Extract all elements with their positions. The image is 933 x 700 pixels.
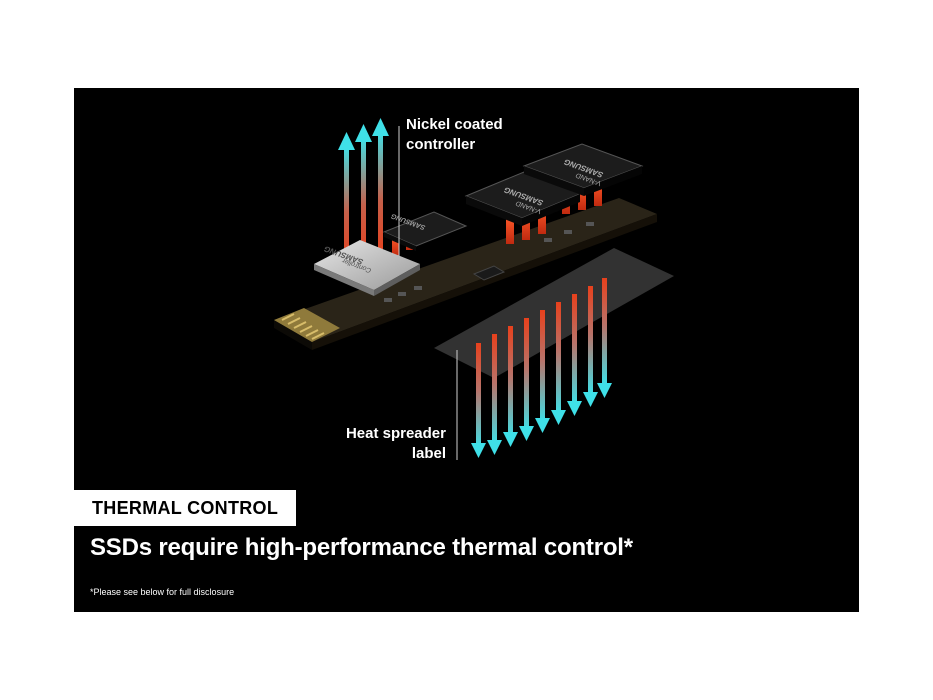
down-arrow-icon [583, 286, 598, 407]
callout-line-2: label [411, 445, 446, 462]
down-arrow-icon [597, 278, 612, 398]
section-badge: THERMAL CONTROL [74, 490, 297, 526]
ssd-thermal-illustration: SAMSUNG Controller SAMSUNG SAMSUNG V-NAN… [274, 118, 674, 460]
down-arrow-icon [519, 318, 534, 441]
up-arrow-icon [355, 124, 372, 260]
up-arrow-icon [338, 132, 355, 266]
headline: SSDs require high-performance thermal co… [90, 534, 633, 561]
upward-heat-arrows [338, 118, 389, 266]
callout-line-2: controller [406, 136, 476, 153]
callout-heat-spreader: Heat spreader label [338, 424, 446, 464]
nickel-controller-chip [314, 240, 420, 296]
down-arrow-icon [503, 326, 518, 447]
down-arrow-icon [487, 334, 502, 455]
hero-panel: SAMSUNG Controller SAMSUNG SAMSUNG V-NAN… [74, 88, 859, 612]
up-arrow-icon [372, 118, 389, 256]
dram-chip [382, 211, 468, 251]
downward-heat-arrows [471, 278, 612, 458]
callout-line-1: Heat spreader [345, 425, 446, 442]
down-arrow-icon [535, 310, 550, 433]
down-arrow-icon [471, 343, 486, 458]
callout-nickel-controller: Nickel coated controller [406, 115, 503, 155]
down-arrow-icon [567, 294, 582, 416]
nand-chip-2 [522, 143, 644, 196]
disclosure-note: *Please see below for full disclosure [90, 587, 235, 597]
callout-line-1: Nickel coated [406, 116, 503, 133]
down-arrow-icon [551, 302, 566, 425]
power-ic [472, 265, 506, 281]
ssd-board [274, 198, 657, 350]
